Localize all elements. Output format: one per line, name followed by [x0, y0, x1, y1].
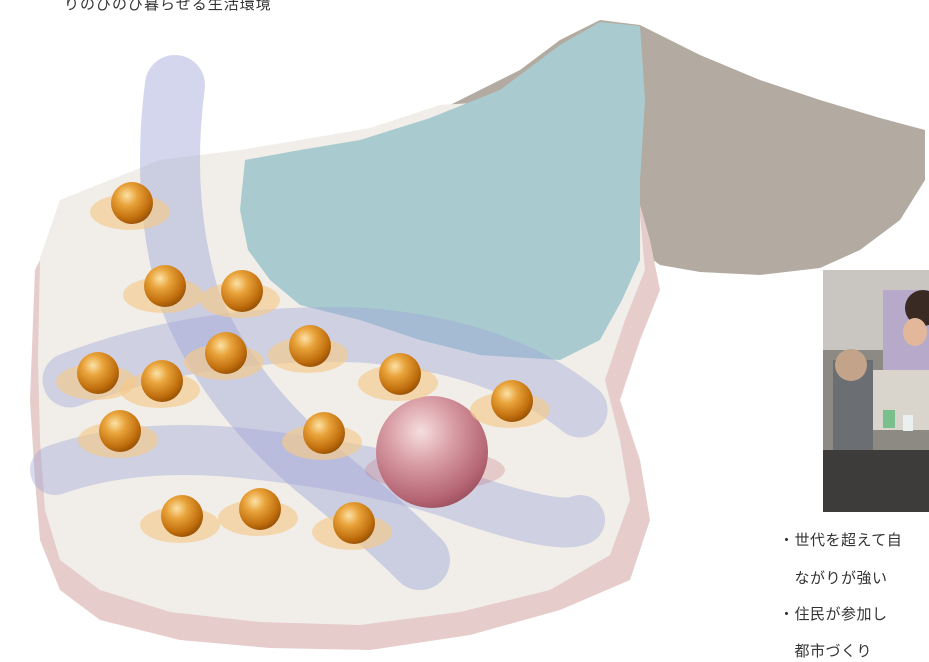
people-meeting-photo: [823, 270, 929, 512]
bullet-line-1: ・世代を超えて自: [779, 529, 902, 551]
bullet-line-3: ・住民が参加し: [779, 603, 888, 625]
bullet-line-2: ながりが強い: [779, 567, 888, 589]
bullet-line-4: 都市づくり: [779, 640, 888, 662]
